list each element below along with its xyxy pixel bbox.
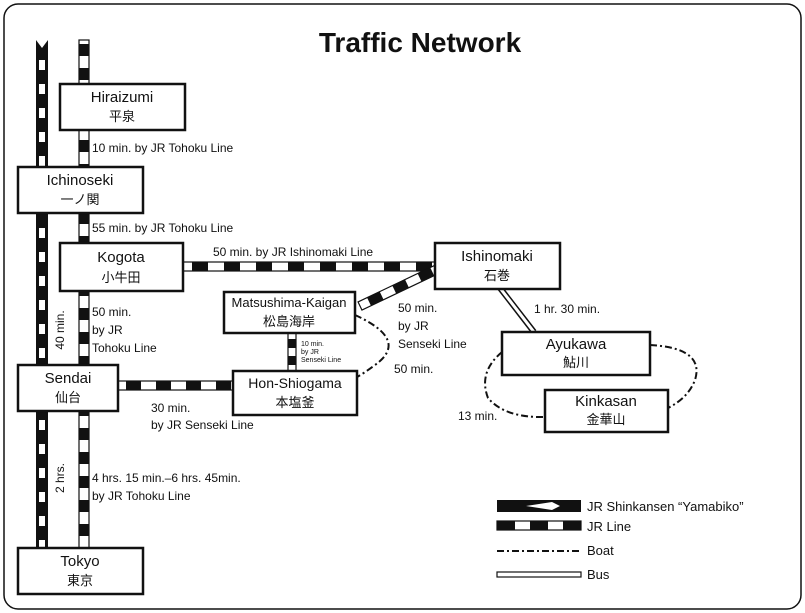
route-label-sendai-tokyo-1: 4 hrs. 15 min.–6 hrs. 45min. [92,471,241,485]
station-name-jp: 仙台 [55,391,81,406]
route-label-kogota-sendai-1: 50 min. [92,305,131,319]
bus-route [497,286,537,334]
route-label-kogota-sendai-2: by JR [92,323,123,337]
station-ichinoseki[interactable]: Ichinoseki 一ノ関 [16,165,145,215]
route-label-hiraizumi-ichinoseki: 10 min. by JR Tohoku Line [92,141,234,155]
route-label-kogota-sendai-3: Tohoku Line [92,341,157,355]
station-name-en: Ayukawa [546,336,607,353]
route-label-ichinoseki-kogota: 55 min. by JR Tohoku Line [92,221,234,235]
station-name-jp: 平泉 [109,109,135,125]
route-label-kogota-ishinomaki: 50 min. by JR Ishinomaki Line [213,245,373,259]
route-label-matsushima-honshiogama-2: by JR [301,349,319,356]
route-label-matsushima-honshiogama-3: Senseki Line [301,357,341,364]
station-name-en: Tokyo [60,553,99,570]
station-name-en: Ichinoseki [47,172,114,189]
shinkansen-line [36,40,48,558]
legend-boat-label: Boat [587,543,614,558]
boat-routes [344,314,698,419]
legend-shinkansen-symbol [497,500,581,512]
station-tokyo[interactable]: Tokyo 東京 [16,546,145,596]
legend: JR Shinkansen “Yamabiko” JR Line Boat Bu… [496,499,744,582]
legend-shinkansen-label: JR Shinkansen “Yamabiko” [587,499,744,514]
shinkansen-time-lower: 2 hrs. [53,463,67,493]
station-kinkasan[interactable]: Kinkasan 金華山 [543,388,670,434]
map-title: Traffic Network [319,27,522,58]
jr-ishinomaki-line [182,261,437,272]
legend-jr-label: JR Line [587,519,631,534]
route-label-bus: 1 hr. 30 min. [534,302,600,316]
jr-senseki-line-sendai [117,380,234,391]
legend-jr-symbol [496,520,582,531]
station-name-en: Hiraizumi [91,89,154,106]
station-matsushima-kaigan[interactable]: Matsushima-Kaigan 松島海岸 [222,290,357,335]
station-sendai[interactable]: Sendai 仙台 [16,363,120,413]
station-ayukawa[interactable]: Ayukawa 鮎川 [500,330,652,377]
station-name-jp: 石巻 [484,269,510,284]
station-name-jp: 小牛田 [101,271,140,286]
station-name-jp: 東京 [67,573,93,589]
station-kogota[interactable]: Kogota 小牛田 [58,241,185,293]
station-ishinomaki[interactable]: Ishinomaki 石巻 [433,241,562,291]
map-frame [3,3,802,610]
station-name-en: Ishinomaki [461,248,533,265]
station-name-en: Hon-Shiogama [248,375,342,391]
legend-bus-label: Bus [587,567,610,582]
route-label-senseki-2: by JR [398,319,429,333]
jr-senseki-line-matsushima [287,332,297,372]
station-name-en: Kinkasan [575,393,637,410]
shinkansen-time-upper: 40 min. [53,310,67,349]
station-name-jp: 鮎川 [563,356,589,371]
route-label-matsushima-honshiogama-1: 10 min. [301,341,324,348]
station-name-jp: 本塩釜 [275,396,314,411]
route-label-senseki-1: 50 min. [398,301,437,315]
route-label-senseki-3: Senseki Line [398,337,467,351]
route-label-sendai-honshiogama-1: 30 min. [151,401,190,415]
route-label-boat-honshiogama: 50 min. [394,362,433,376]
station-name-en: Sendai [45,370,92,387]
legend-bus-symbol [496,571,582,578]
station-name-en: Matsushima-Kaigan [232,295,347,310]
station-name-jp: 松島海岸 [263,315,315,330]
station-name-jp: 一ノ関 [60,193,99,208]
route-label-sendai-tokyo-2: by JR Tohoku Line [92,489,191,503]
station-hiraizumi[interactable]: Hiraizumi 平泉 [58,82,187,132]
station-name-en: Kogota [97,249,145,266]
route-label-boat-kinkasan: 13 min. [458,409,497,423]
station-name-jp: 金華山 [586,412,625,428]
station-hon-shiogama[interactable]: Hon-Shiogama 本塩釜 [231,369,359,417]
route-label-sendai-honshiogama-2: by JR Senseki Line [151,418,254,432]
